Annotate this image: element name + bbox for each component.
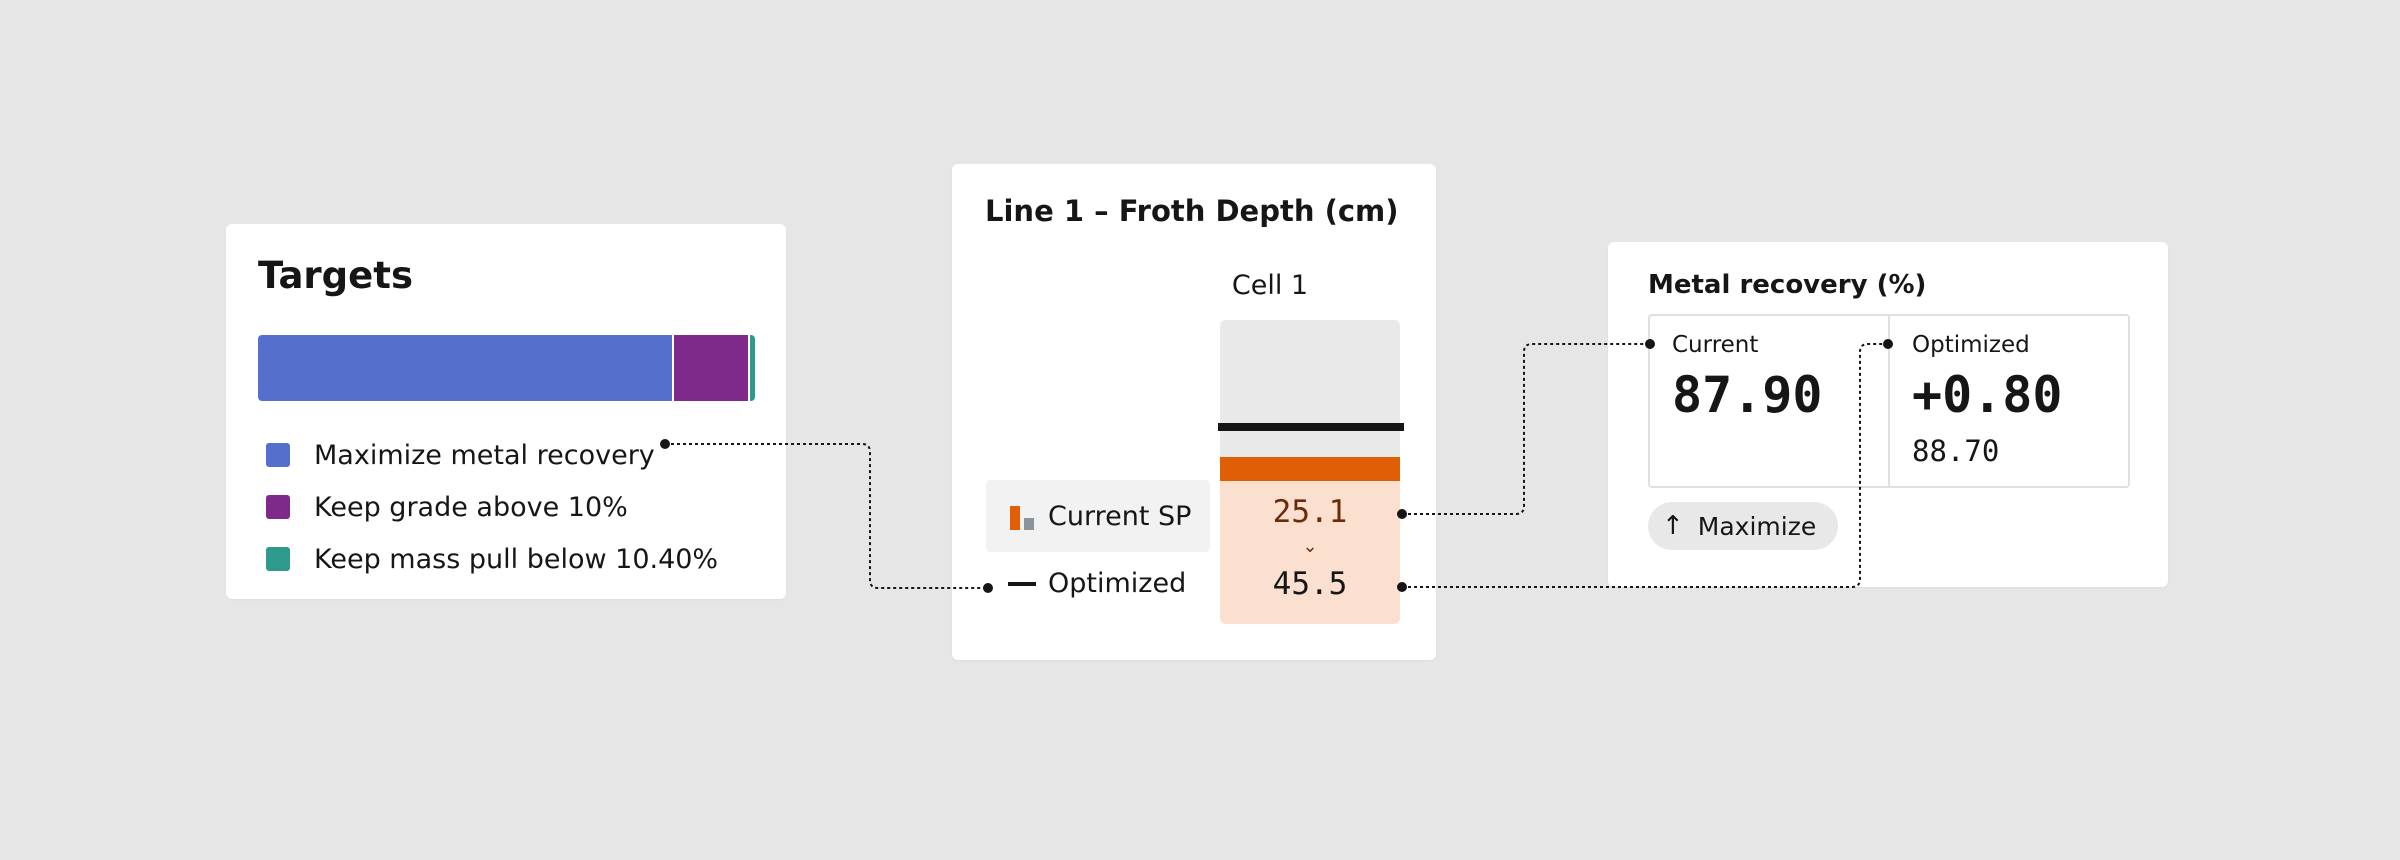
recovery-swatch (266, 443, 290, 467)
targets-title: Targets (258, 254, 413, 297)
current-sp-bar (1220, 457, 1400, 481)
maximize-label: Maximize (1697, 511, 1817, 541)
current-sp-label: Current SP (1048, 500, 1192, 532)
legend-label: Keep mass pull below 10.40% (314, 543, 719, 575)
optimized-metric: Optimized +0.80 88.70 (1888, 316, 2128, 486)
connector-dot (983, 583, 993, 593)
connector-recovery-to-optimized (665, 443, 988, 589)
cell-column[interactable]: 25.1 ⌄ 45.5 (1218, 320, 1404, 624)
connector-dot (1645, 339, 1655, 349)
mass-pull-swatch (266, 547, 290, 571)
chevron-down-icon: ⌄ (1302, 536, 1318, 557)
current-sp-value: 25.1 (1272, 494, 1348, 530)
optimized-legend: Optimized (1008, 568, 1186, 599)
legend-item-mass-pull[interactable]: Keep mass pull below 10.40% (266, 533, 718, 585)
connector-optimized-to-metal-optimized (1402, 343, 1888, 588)
connector-dot (1397, 509, 1407, 519)
metal-recovery-title: Metal recovery (%) (1648, 270, 1927, 300)
legend-label: Maximize metal recovery (314, 439, 655, 471)
connector-current-to-metal-current (1402, 343, 1650, 515)
bar-chart-icon (1010, 502, 1038, 530)
legend-item-recovery[interactable]: Maximize metal recovery (266, 429, 718, 481)
connector-dot (1397, 582, 1407, 592)
grade-segment (674, 335, 751, 401)
metal-recovery-card: Metal recovery (%) Current 87.90 Optimiz… (1608, 242, 2168, 587)
grade-swatch (266, 495, 290, 519)
recovery-segment (258, 335, 675, 401)
current-value: 87.90 (1672, 366, 1823, 424)
cell-lower-zone (1220, 457, 1400, 624)
connector-dot (660, 439, 670, 449)
optimized-metric-value: 88.70 (1912, 434, 2000, 468)
optimized-level-line (1218, 423, 1404, 431)
mass-pull-segment (750, 335, 755, 401)
dash-icon (1008, 581, 1036, 586)
current-metric: Current 87.90 (1650, 316, 1888, 486)
froth-depth-card: Line 1 – Froth Depth (cm) Cell 1 25.1 ⌄ … (952, 164, 1436, 660)
legend-label: Keep grade above 10% (314, 491, 628, 523)
targets-stacked-bar (258, 335, 755, 401)
connector-dot (1883, 339, 1893, 349)
metric-box: Current 87.90 Optimized +0.80 88.70 (1648, 314, 2130, 488)
maximize-tag[interactable]: ↑ Maximize (1648, 502, 1839, 550)
legend-item-grade[interactable]: Keep grade above 10% (266, 481, 718, 533)
optimized-metric-label: Optimized (1912, 332, 2030, 358)
optimized-label: Optimized (1048, 568, 1187, 599)
current-sp-chip[interactable]: Current SP (986, 480, 1210, 552)
optimized-value: 45.5 (1272, 566, 1348, 602)
froth-depth-title: Line 1 – Froth Depth (cm) (985, 194, 1399, 228)
arrow-up-icon: ↑ (1662, 511, 1684, 541)
targets-legend: Maximize metal recovery Keep grade above… (266, 429, 718, 585)
cell-label: Cell 1 (1231, 270, 1309, 301)
targets-card: Targets Maximize metal recovery Keep gra… (226, 224, 786, 599)
current-label: Current (1672, 332, 1759, 358)
cell-upper-zone (1220, 320, 1400, 457)
optimized-delta: +0.80 (1912, 366, 2063, 424)
